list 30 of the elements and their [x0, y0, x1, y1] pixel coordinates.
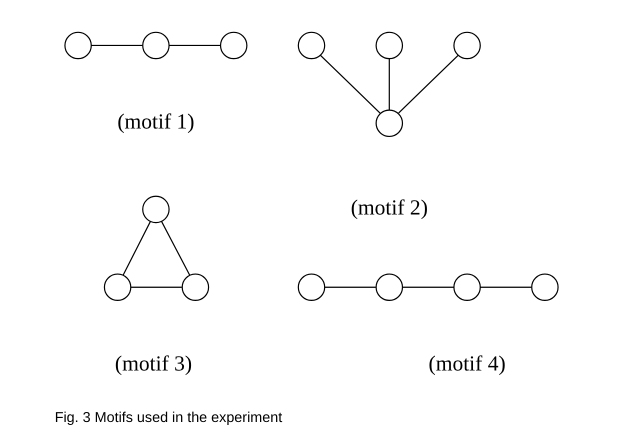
- connector: [324, 286, 376, 288]
- connector: [90, 44, 142, 46]
- label: (motif 3): [114, 351, 192, 376]
- node-circle: [375, 110, 403, 138]
- connector: [122, 221, 150, 276]
- node-circle: [297, 32, 325, 60]
- connector: [168, 44, 220, 46]
- node-circle: [103, 273, 131, 301]
- connector: [130, 286, 182, 288]
- node-circle: [142, 196, 170, 224]
- label: (motif 4): [428, 351, 506, 376]
- label: (motif 2): [350, 196, 428, 220]
- node-circle: [452, 32, 480, 60]
- caption: Fig. 3 Motifs used in the experiment: [54, 410, 282, 426]
- label: (motif 1): [116, 110, 194, 134]
- node-circle: [142, 32, 170, 60]
- connector: [160, 221, 190, 276]
- node-circle: [530, 273, 558, 301]
- connector: [388, 58, 390, 110]
- connector: [398, 54, 458, 114]
- node-circle: [452, 273, 480, 301]
- node-circle: [297, 273, 325, 301]
- connector: [320, 54, 380, 114]
- node-circle: [375, 32, 403, 60]
- node-circle: [181, 273, 209, 301]
- connector: [402, 286, 453, 288]
- node-circle: [219, 32, 247, 60]
- node-circle: [375, 273, 403, 301]
- node-circle: [64, 32, 92, 60]
- connector: [480, 286, 531, 288]
